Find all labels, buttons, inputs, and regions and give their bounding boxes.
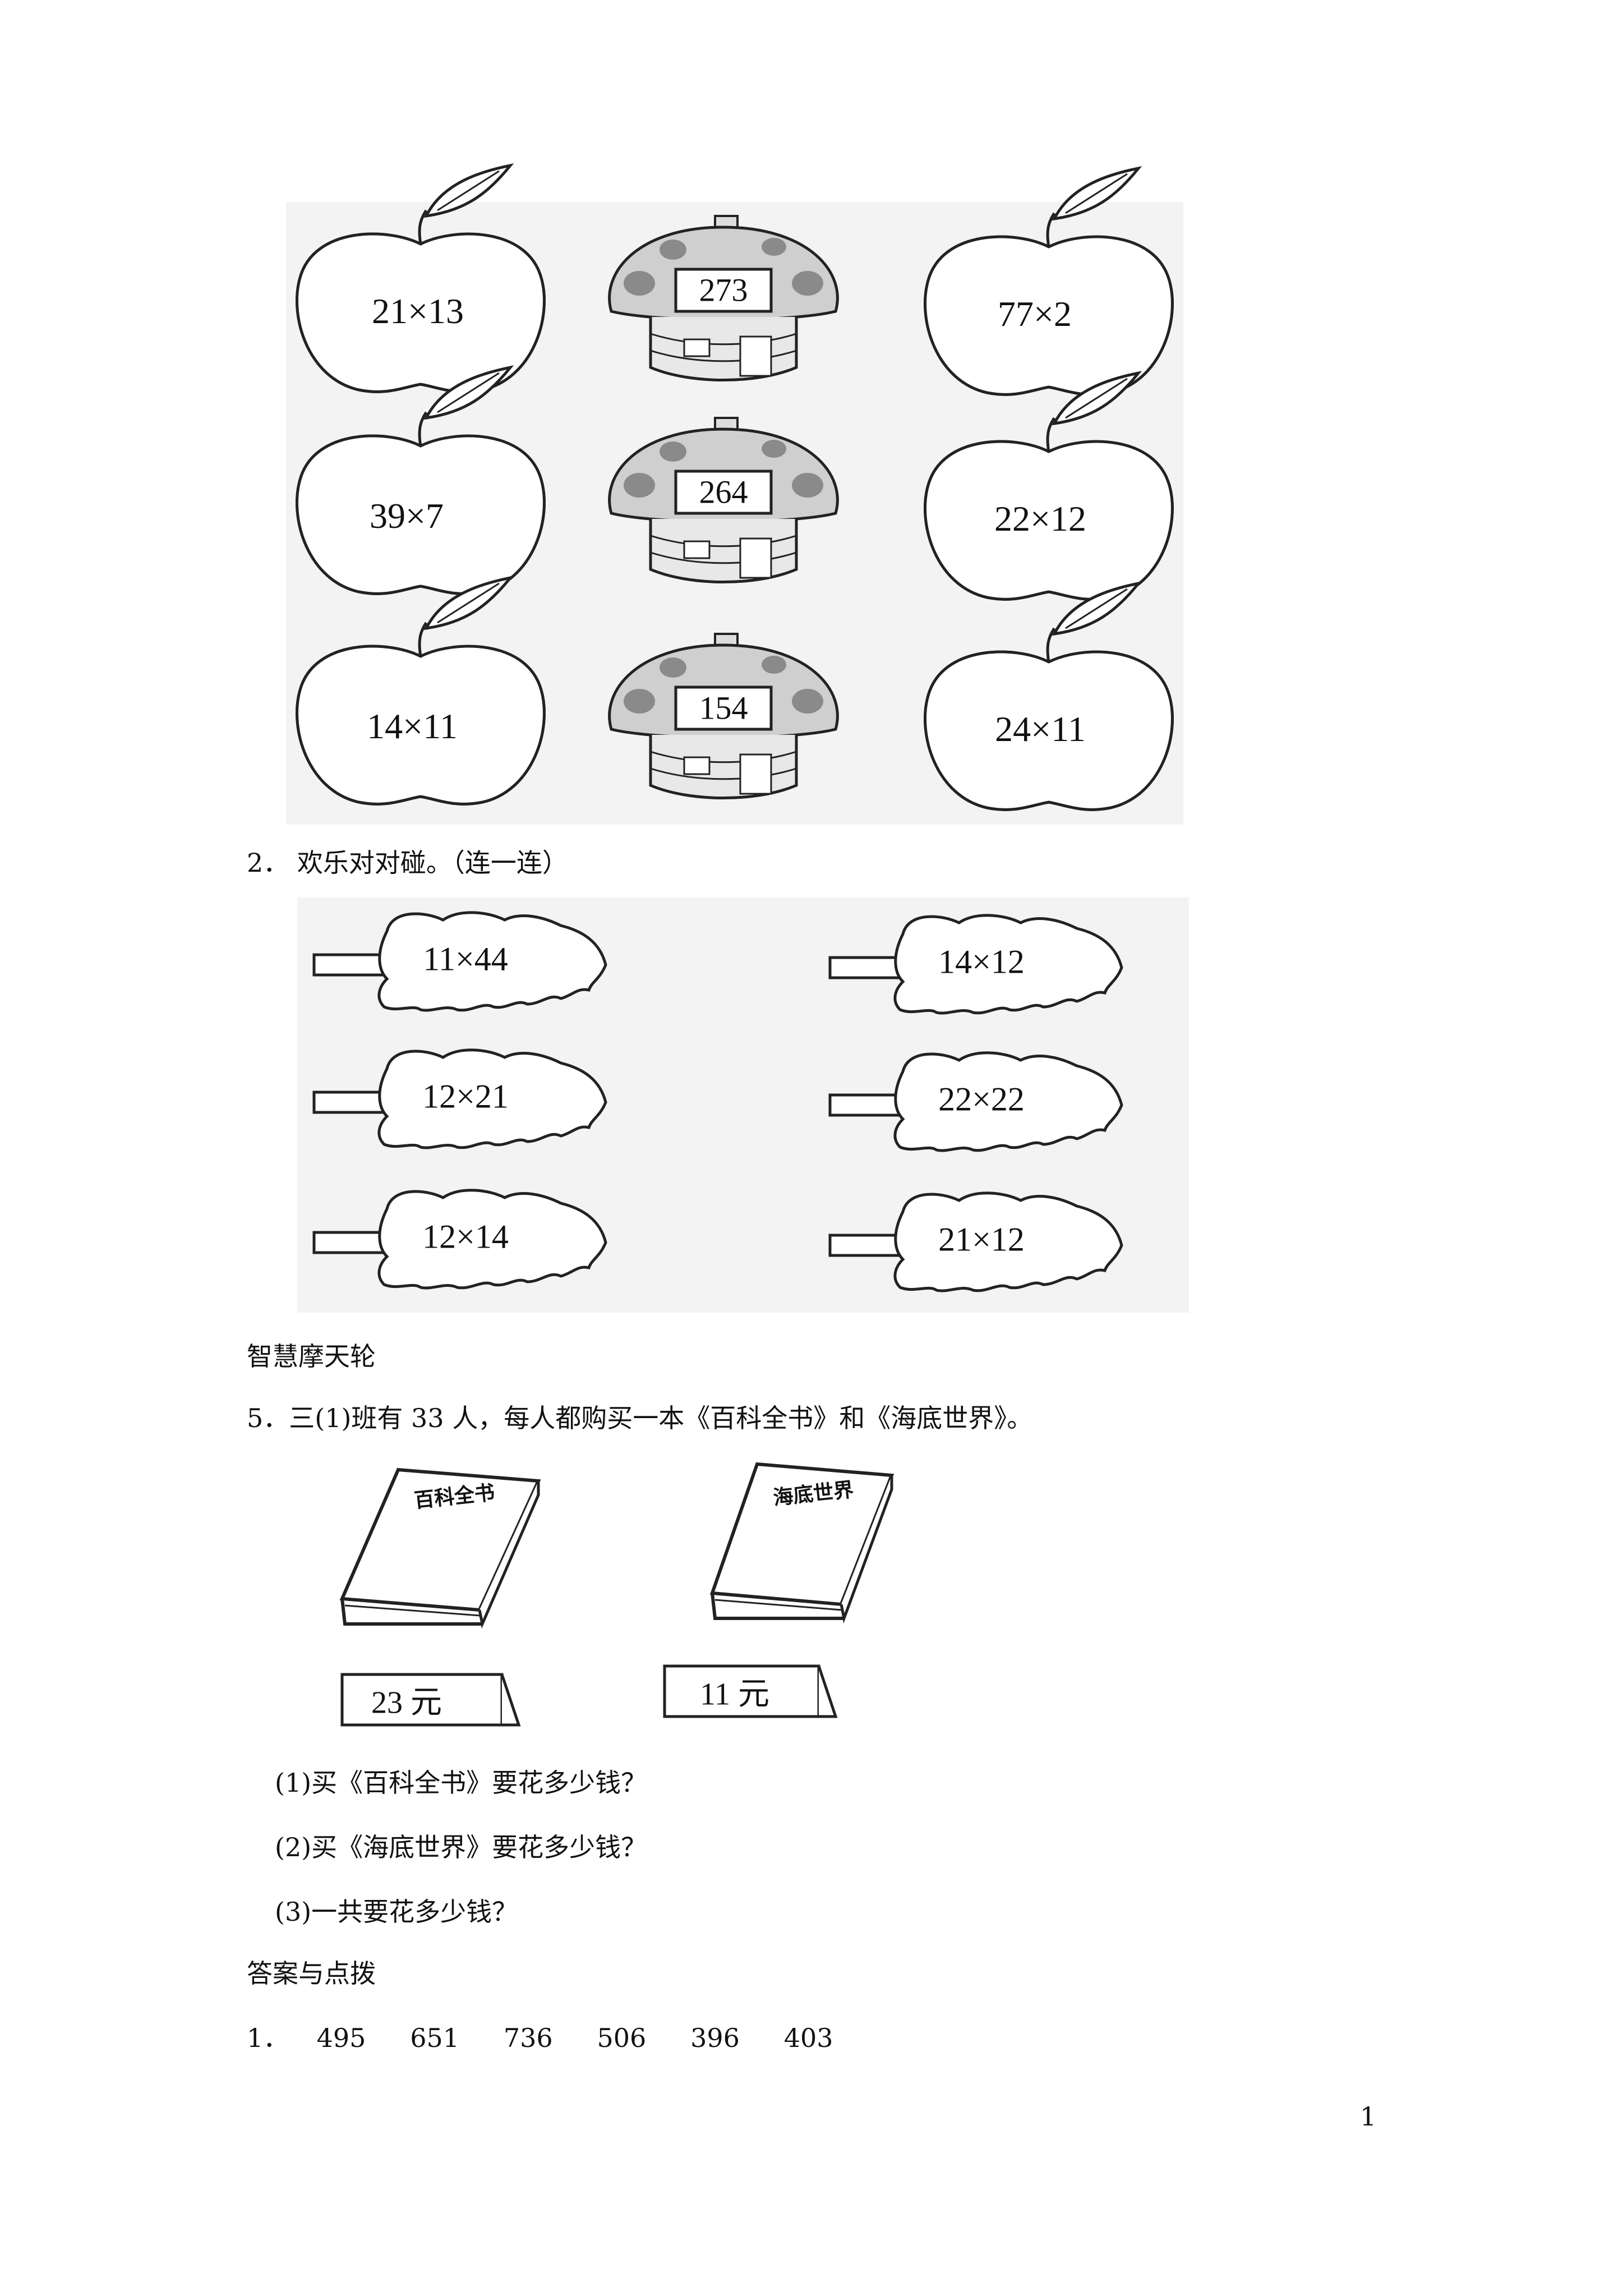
sub-question-1: (1)买《百科全书》要花多少钱？ <box>275 1768 647 1798</box>
answer-value: 506 <box>597 2023 647 2053</box>
apple-left-2-label: 39×7 <box>369 496 444 536</box>
apple-right-1-label: 77×2 <box>997 294 1072 334</box>
answers-line-1-label: 1． <box>247 2023 289 2053</box>
apple-left-3-label: 14×11 <box>367 706 458 746</box>
book-1-price: 23 元 <box>371 1685 442 1720</box>
house-3-label: 154 <box>699 689 748 726</box>
answer-value: 651 <box>410 2023 460 2053</box>
book-1-shape <box>339 1467 541 1727</box>
sub-question-2: (2)买《海底世界》要花多少钱？ <box>275 1832 647 1862</box>
book-2-price: 11 元 <box>700 1677 769 1712</box>
leaf-right-2-label: 22×22 <box>938 1080 1025 1118</box>
answers-heading: 答案与点拨 <box>247 1958 376 1989</box>
answer-value: 495 <box>316 2023 366 2053</box>
answers-line-1: 1． 495 651 736 506 396 403 <box>247 2022 869 2054</box>
apple-right-2-label: 22×12 <box>994 499 1087 539</box>
apple-left-1-label: 21×13 <box>371 291 464 331</box>
leaf-right-3-label: 21×12 <box>938 1221 1025 1258</box>
question5-text: 5．三(1)班有 33 人，每人都购买一本《百科全书》和《海底世界》。 <box>247 1403 1033 1433</box>
section-title: 智慧摩天轮 <box>247 1341 376 1372</box>
answer-value: 403 <box>783 2023 833 2053</box>
leaf-left-3-label: 12×14 <box>422 1218 509 1255</box>
page-number: 1 <box>1360 2101 1377 2132</box>
house-2-label: 264 <box>699 473 748 510</box>
sub-question-3: (3)一共要花多少钱？ <box>275 1897 518 1927</box>
apple-right-3-label: 24×11 <box>995 709 1086 749</box>
leaf-left-2-label: 12×21 <box>422 1078 509 1115</box>
answer-value: 736 <box>503 2023 553 2053</box>
question2-heading: 2． 欢乐对对碰。（连一连） <box>247 848 568 878</box>
house-1-label: 273 <box>699 272 748 309</box>
book-2-shape <box>663 1462 895 1718</box>
leaf-right-1-label: 14×12 <box>938 943 1025 981</box>
leaf-left-1-label: 11×44 <box>423 940 508 978</box>
answer-value: 396 <box>690 2023 740 2053</box>
